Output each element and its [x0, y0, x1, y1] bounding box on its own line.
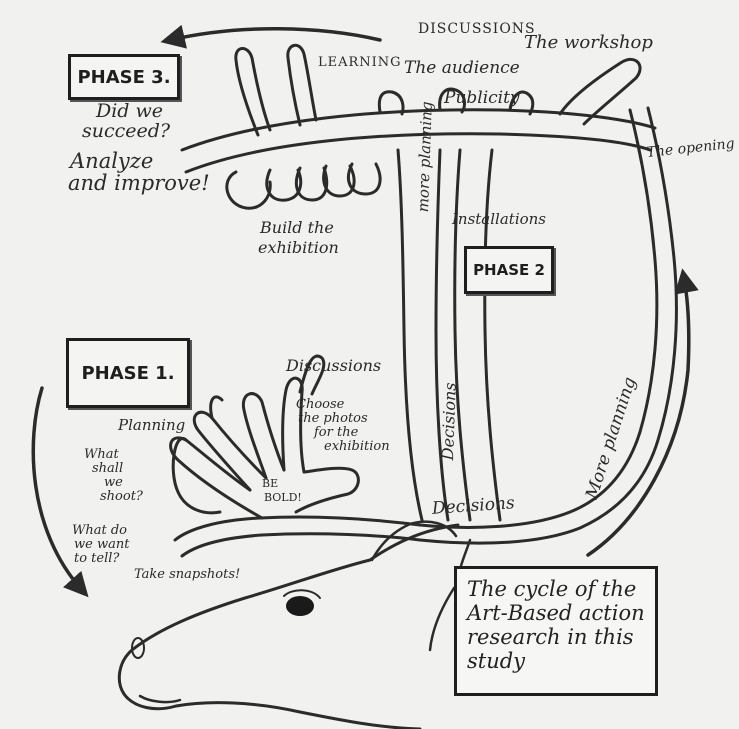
be-label: BE	[262, 478, 278, 490]
shall-label: shall	[92, 462, 123, 476]
shoot-label: shoot?	[100, 490, 143, 504]
learning-label: LEARNING	[318, 56, 402, 70]
analyze-label: Analyze	[70, 150, 153, 172]
arrow-up-right-icon	[588, 278, 689, 555]
phase2-box: PHASE 2	[464, 246, 554, 294]
build-the-label: Build the	[260, 220, 334, 237]
for-the-label: for the	[314, 426, 358, 440]
workshop-label: The workshop	[524, 34, 653, 53]
reindeer-eye-icon	[286, 596, 314, 616]
arrow-to-phase3-icon	[170, 29, 380, 40]
lower-antler-drawing	[171, 356, 420, 556]
did-we-label: Did we	[96, 102, 163, 122]
and-improve-label: and improve!	[68, 172, 210, 194]
we-label: we	[104, 476, 123, 490]
what-label: What	[84, 448, 119, 462]
succeed-label: succeed?	[82, 122, 170, 142]
exhibition-phase1-label: exhibition	[324, 440, 390, 454]
discussions-phase1-label: Discussions	[286, 358, 381, 375]
what-do-label: What do	[72, 524, 127, 538]
bold-label: BOLD!	[264, 492, 302, 504]
caption-box: The cycle of the Art-Based action resear…	[454, 566, 658, 696]
to-tell-label: to tell?	[74, 552, 119, 566]
the-photos-label: the photos	[298, 412, 368, 426]
we-want-label: we want	[74, 538, 129, 552]
reindeer-head-drawing	[119, 522, 458, 729]
phase1-box: PHASE 1.	[66, 338, 190, 408]
audience-label: The audience	[404, 60, 520, 78]
phase3-box: PHASE 3.	[68, 54, 180, 100]
snapshots-label: Take snapshots!	[134, 568, 240, 582]
publicity-label: Publicity	[444, 90, 520, 108]
choose-label: Choose	[296, 398, 344, 412]
decisions-vertical-label: Decisions	[440, 382, 460, 460]
planning-label: Planning	[118, 418, 185, 434]
installations-label: Installations	[452, 212, 546, 228]
discussions-top-label: DISCUSSIONS	[418, 22, 536, 37]
exhibition-label: exhibition	[258, 240, 339, 257]
